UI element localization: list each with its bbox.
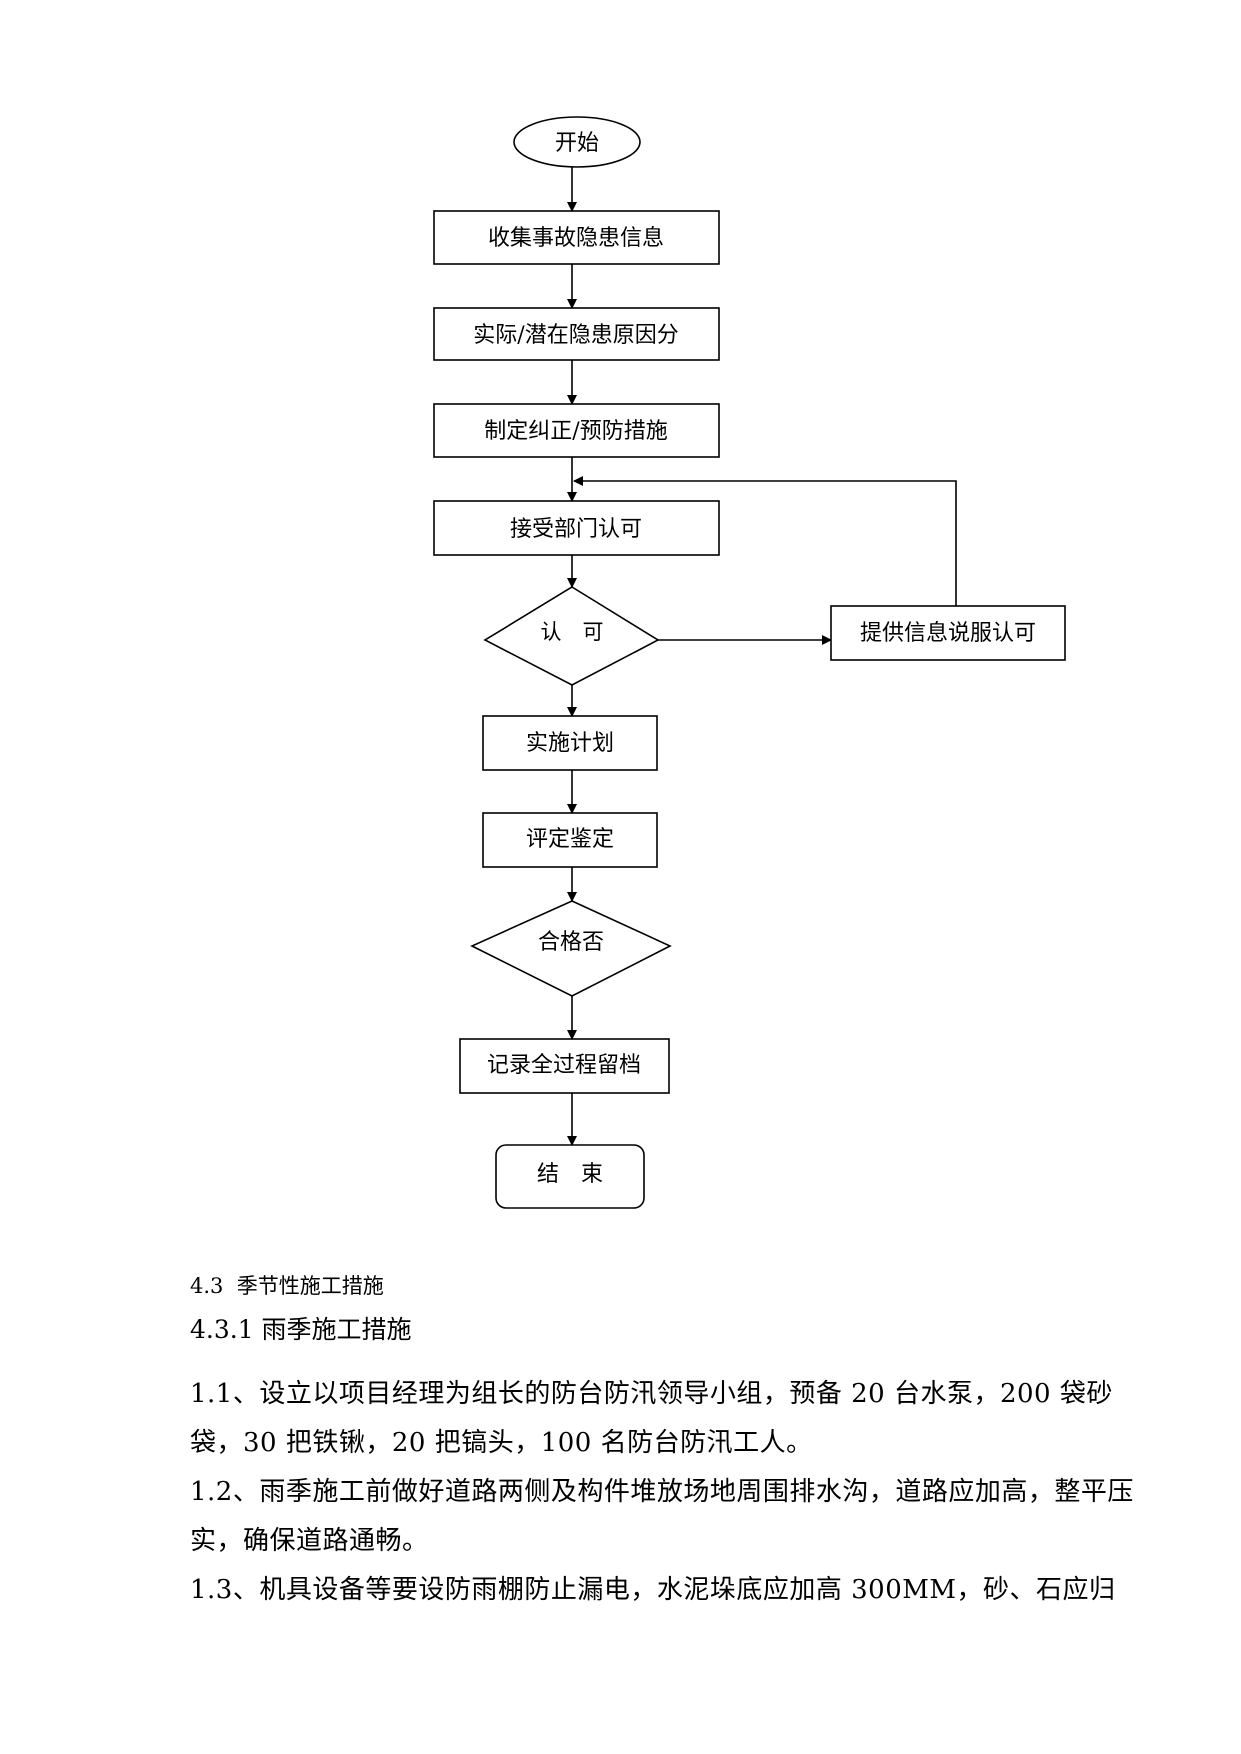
approve-decision bbox=[483, 586, 660, 686]
cause-analysis-label: 实际/潜在隐患原因分 bbox=[473, 323, 678, 348]
paragraph-1: 1.1、设立以项目经理为组长的防台防汛领导小组，预备 20 台水泵，200 袋砂… bbox=[190, 1379, 1113, 1458]
start-label: 开始 bbox=[555, 131, 599, 156]
section-heading: 4.3 季节性施工措施 bbox=[190, 1274, 384, 1298]
collect-info-label: 收集事故隐患信息 bbox=[488, 226, 664, 251]
make-measures-box bbox=[433, 403, 720, 458]
persuade-label: 提供信息说服认可 bbox=[860, 621, 1036, 646]
qualified-label: 合格否 bbox=[538, 930, 604, 955]
end-label: 结 束 bbox=[537, 1162, 603, 1187]
approve-label: 认 可 bbox=[541, 620, 604, 644]
collect-info-box bbox=[433, 210, 720, 265]
subsection-heading: 4.3.1 雨季施工措施 bbox=[190, 1315, 412, 1344]
implement-label: 实施计划 bbox=[526, 731, 614, 756]
record-box bbox=[459, 1038, 670, 1094]
start-node bbox=[513, 116, 641, 168]
dept-accept-label: 接受部门认可 bbox=[510, 517, 642, 542]
implement-box bbox=[482, 715, 658, 771]
qualified-decision bbox=[470, 900, 672, 997]
flowchart-diagram: 开始 收集事故隐患信息 实际/潜在隐患原因分 制定纠正/预防措施 接受部门认可 … bbox=[433, 116, 1066, 1209]
persuade-box bbox=[830, 605, 1066, 661]
cause-analysis-box bbox=[433, 307, 720, 361]
edge-persuade-back-to-accept bbox=[573, 476, 957, 606]
dept-accept-box bbox=[433, 500, 720, 556]
paragraph-3: 1.3、机具设备等要设防雨棚防止漏电，水泥垛底应加高 300MM，砂、石应归 bbox=[190, 1575, 1116, 1605]
make-measures-label: 制定纠正/预防措施 bbox=[484, 419, 667, 444]
paragraph-2: 1.2、雨季施工前做好道路两侧及构件堆放场地周围排水沟，道路应加高，整平压实，确… bbox=[190, 1477, 1134, 1556]
evaluate-label: 评定鉴定 bbox=[526, 827, 614, 852]
end-node bbox=[495, 1144, 645, 1209]
evaluate-box bbox=[482, 812, 658, 868]
record-label: 记录全过程留档 bbox=[487, 1053, 641, 1078]
